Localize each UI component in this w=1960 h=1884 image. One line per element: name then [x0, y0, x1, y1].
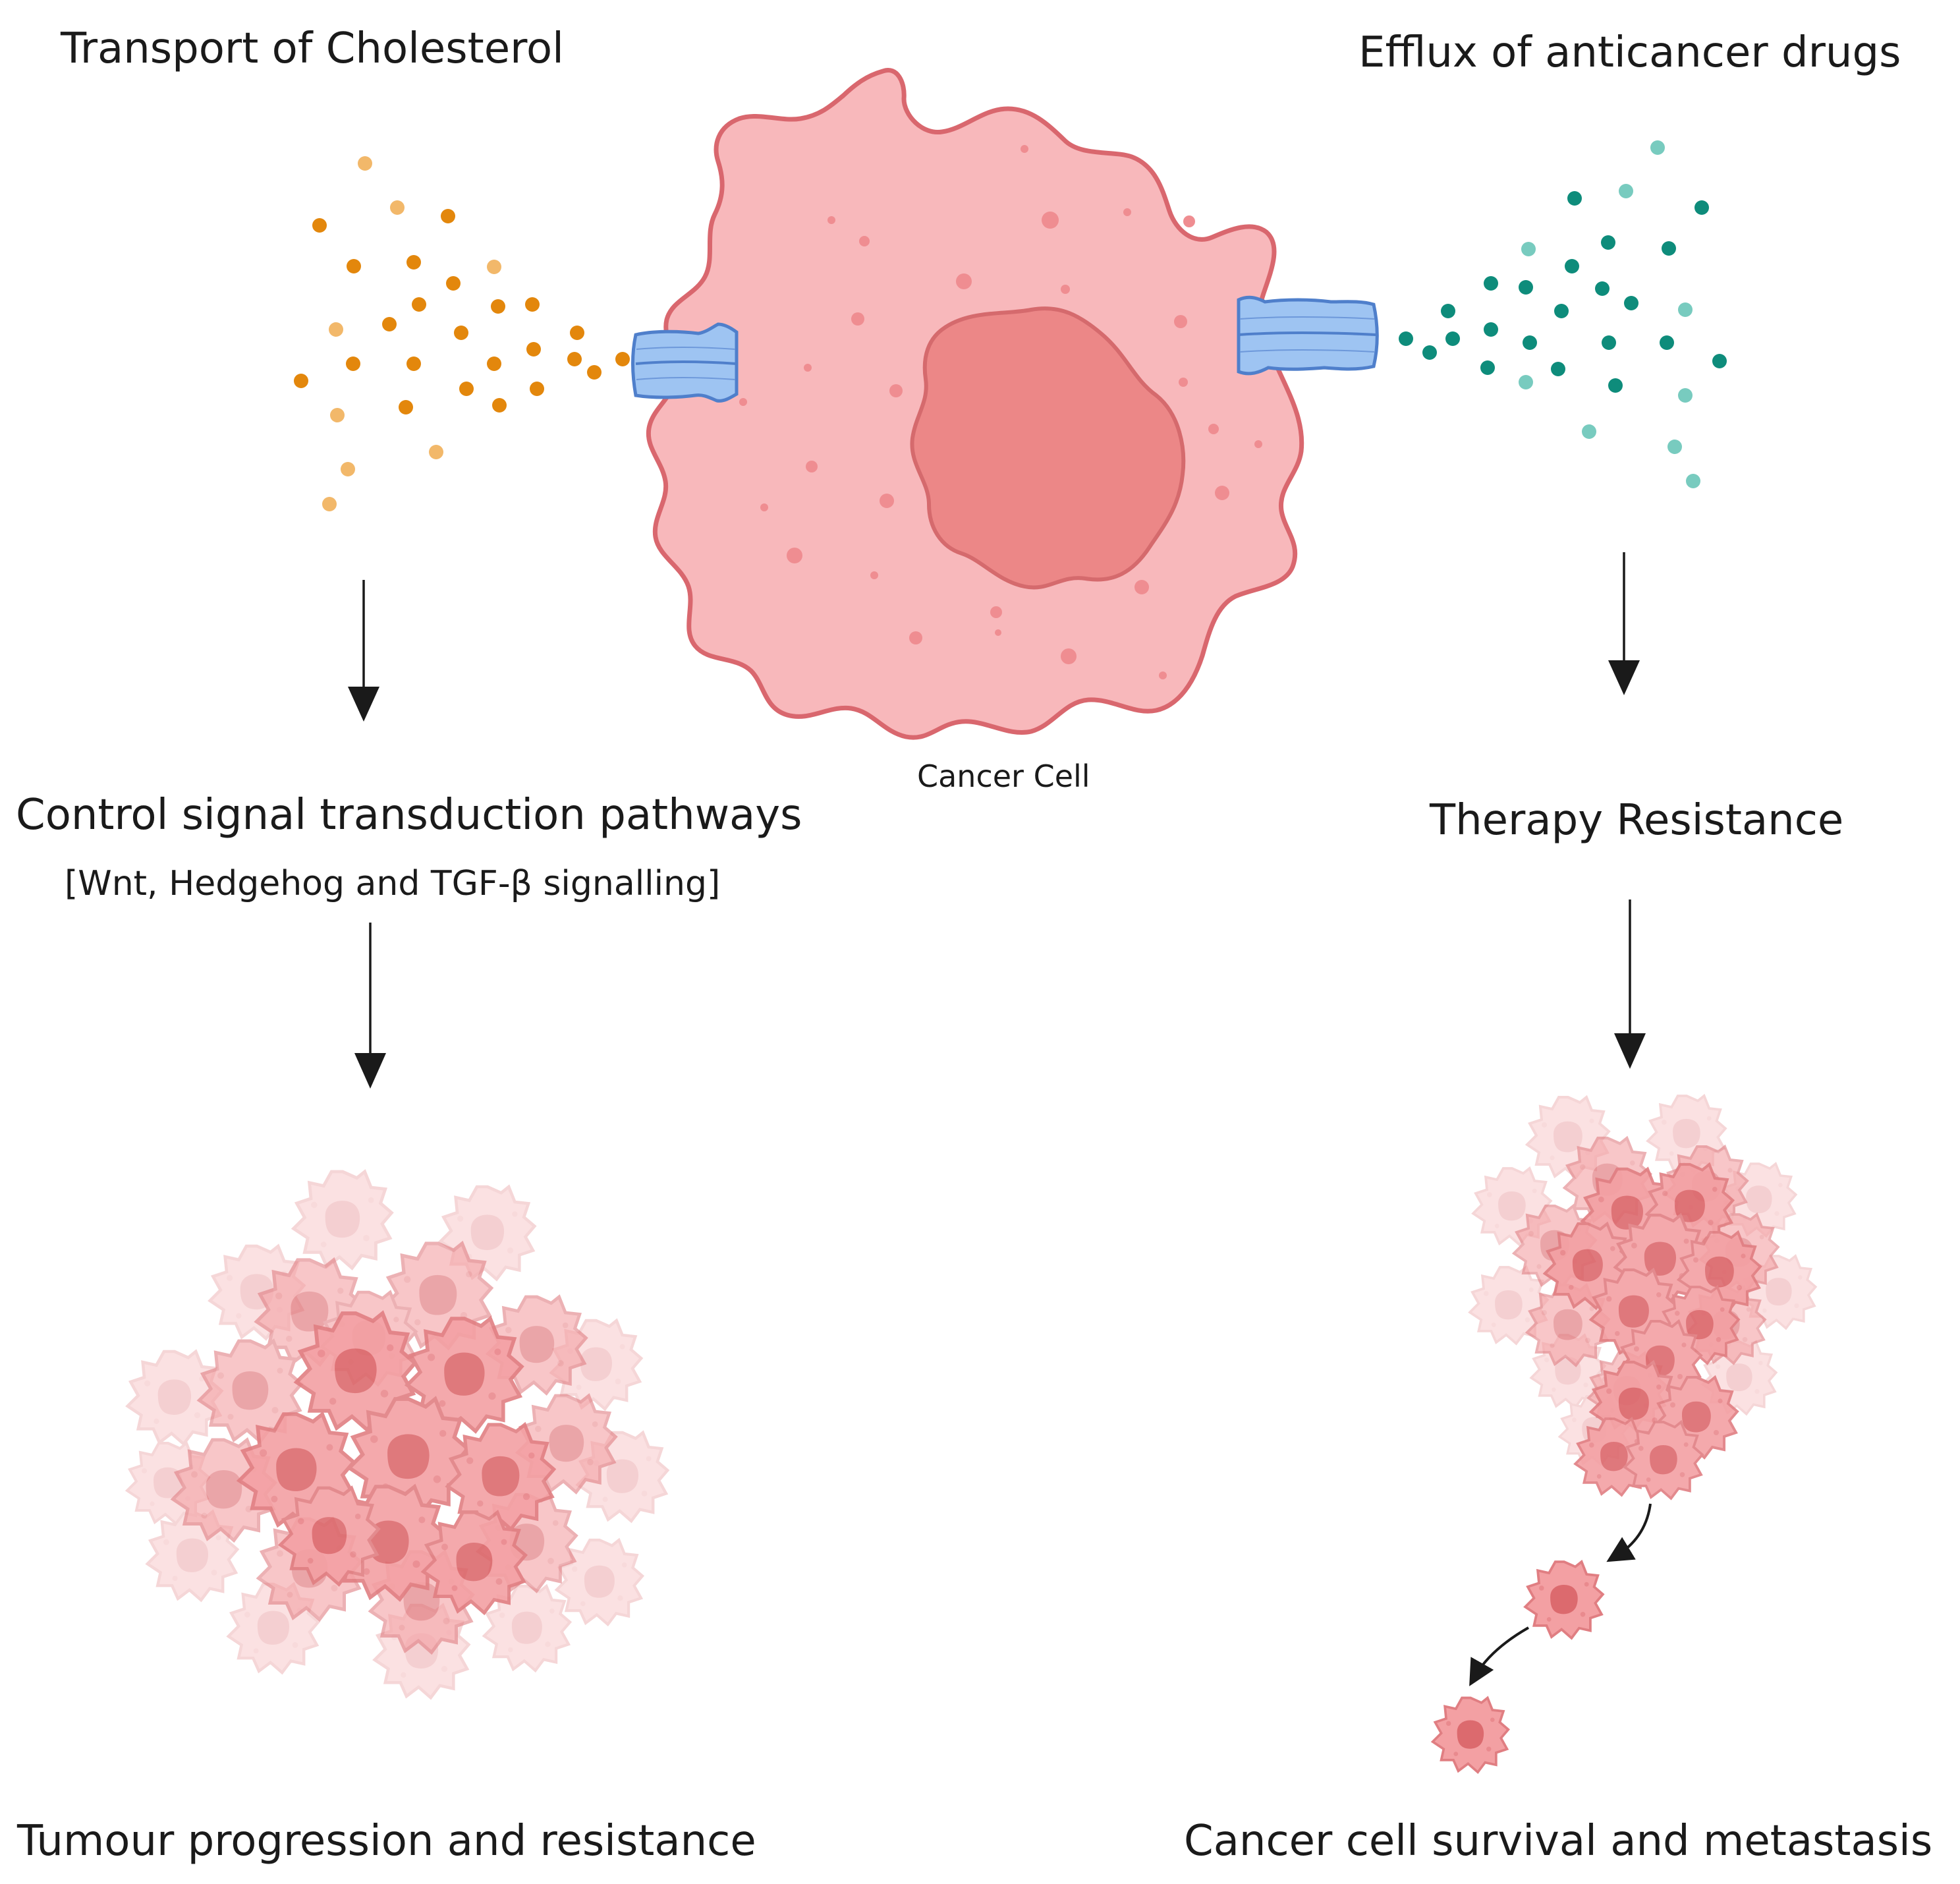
label-survival-metastasis: Cancer cell survival and metastasis: [1184, 1817, 1933, 1866]
cytoplasm-speckles: [739, 145, 1262, 679]
transporter-left: [631, 322, 739, 403]
nucleus: [910, 306, 1186, 590]
label-control-signal: Control signal transduction pathways: [16, 791, 802, 840]
arrow-signal-to-tumour: [354, 923, 386, 1089]
arrow-cell-to-cell: [1469, 1626, 1529, 1686]
cancer-cell: [646, 68, 1304, 740]
metastatic-cluster: [1431, 1095, 1817, 1774]
cholesterol-molecules: [294, 156, 630, 511]
label-cancer-cell: Cancer Cell: [917, 758, 1090, 794]
arrow-cholesterol-to-signal: [348, 580, 379, 722]
label-therapy-resistance: Therapy Resistance: [1430, 796, 1844, 845]
label-signalling-list: [Wnt, Hedgehog and TGF-β signalling]: [65, 864, 721, 903]
migrating-cell-1: [1524, 1560, 1604, 1640]
transporter-right: [1237, 295, 1379, 376]
tumour-cluster: [126, 1172, 667, 1698]
arrow-efflux-to-therapy: [1608, 552, 1640, 695]
label-efflux-drugs: Efflux of anticancer drugs: [1358, 28, 1901, 77]
arrow-therapy-to-cluster: [1614, 899, 1646, 1069]
migrating-cell-2: [1431, 1696, 1510, 1774]
arrows: [348, 552, 1652, 1686]
label-tumour-progression: Tumour progression and resistance: [17, 1817, 756, 1866]
label-transport-cholesterol: Transport of Cholesterol: [61, 24, 564, 73]
arrow-cluster-to-cell: [1606, 1503, 1652, 1562]
anticancer-drug-molecules: [1399, 140, 1727, 488]
